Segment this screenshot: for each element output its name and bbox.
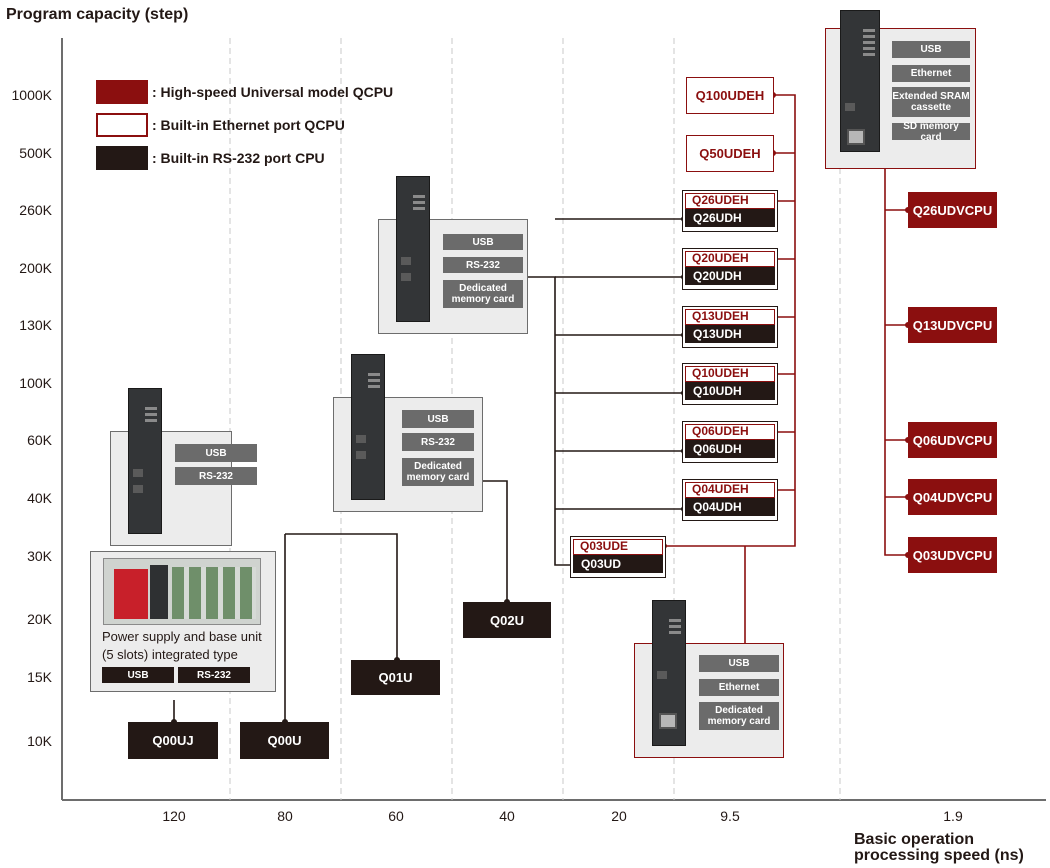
model-q00uj: Q00UJ: [128, 722, 218, 759]
model-q03ude: Q03UDE: [573, 539, 663, 555]
model-q04udvcpu: Q04UDVCPU: [908, 479, 997, 515]
model-q01u: Q01U: [351, 660, 440, 695]
x-tick-label: 9.5: [720, 808, 740, 824]
model-q04udeh: Q04UDEH: [685, 482, 775, 498]
feature-usb: USB: [102, 667, 174, 683]
model-q02u: Q02U: [463, 602, 551, 638]
feature-rs232: RS-232: [175, 467, 257, 485]
model-q13udvcpu: Q13UDVCPU: [908, 307, 997, 343]
x-axis-title-line1: Basic operation: [854, 831, 975, 848]
y-tick-label: 1000K: [11, 87, 52, 103]
model-pair-q13: Q13UDEH Q13UDH: [682, 306, 778, 348]
panel-caption: (5 slots) integrated type: [102, 647, 238, 662]
legend-swatch-red: [96, 80, 148, 104]
q00uj-panel: Power supply and base unit (5 slots) int…: [90, 551, 276, 692]
x-tick-label: 60: [388, 808, 404, 824]
x-tick-label: 20: [611, 808, 627, 824]
model-q20udeh: Q20UDEH: [685, 251, 775, 267]
feature-usb: USB: [699, 655, 779, 672]
y-tick-label: 100K: [19, 375, 52, 391]
base-unit-image: [103, 558, 261, 625]
x-axis-title: Basic operation processing speed (ns): [854, 832, 1024, 864]
model-q13udh: Q13UDH: [685, 325, 775, 343]
y-tick-label: 60K: [27, 432, 52, 448]
legend-label: : Built-in Ethernet port QCPU: [152, 117, 345, 133]
y-tick-label: 40K: [27, 490, 52, 506]
model-q26udh: Q26UDH: [685, 209, 775, 227]
feature-usb: USB: [402, 410, 474, 428]
udv-module-image: [840, 10, 880, 152]
cpu-unit: [150, 565, 168, 619]
slot-row: [172, 567, 256, 619]
x-tick-label: 80: [277, 808, 293, 824]
model-pair-q26: Q26UDEH Q26UDH: [682, 190, 778, 232]
qudh-module-image: [396, 176, 430, 322]
model-pair-q03: Q03UDE Q03UD: [570, 536, 666, 578]
legend-label: : High-speed Universal model QCPU: [152, 84, 394, 100]
y-axis-title: Program capacity (step): [6, 6, 189, 23]
model-q03ud: Q03UD: [573, 555, 663, 573]
feature-usb: USB: [175, 444, 257, 462]
model-pair-q06: Q06UDEH Q06UDH: [682, 421, 778, 463]
y-tick-label: 10K: [27, 733, 52, 749]
dark-connectors: [173, 218, 684, 722]
feature-sram-cassette: Extended SRAM cassette: [892, 87, 970, 117]
legend-swatch-dark: [96, 146, 148, 170]
feature-usb: USB: [443, 234, 523, 250]
model-pair-q20: Q20UDEH Q20UDH: [682, 248, 778, 290]
model-pair-q04: Q04UDEH Q04UDH: [682, 479, 778, 521]
power-supply-unit: [114, 569, 148, 619]
model-q06udvcpu: Q06UDVCPU: [908, 422, 997, 458]
feature-rs232: RS-232: [443, 257, 523, 273]
y-tick-label: 260K: [19, 202, 52, 218]
model-q10udeh: Q10UDEH: [685, 366, 775, 382]
model-q13udeh: Q13UDEH: [685, 309, 775, 325]
y-tick-label: 500K: [19, 145, 52, 161]
x-tick-label: 40: [499, 808, 515, 824]
y-tick-label: 200K: [19, 260, 52, 276]
model-q06udeh: Q06UDEH: [685, 424, 775, 440]
y-tick-label: 20K: [27, 611, 52, 627]
legend-label: : Built-in RS-232 port CPU: [152, 150, 325, 166]
q02u-module-image: [351, 354, 385, 500]
feature-usb: USB: [892, 41, 970, 58]
y-tick-label: 15K: [27, 669, 52, 685]
feature-memory-card: Dedicated memory card: [699, 702, 779, 730]
feature-ethernet: Ethernet: [699, 679, 779, 696]
model-q50udeh: Q50UDEH: [686, 135, 774, 172]
model-q10udh: Q10UDH: [685, 382, 775, 400]
model-q100udeh: Q100UDEH: [686, 77, 774, 114]
x-axis-title-line2: processing speed (ns): [854, 847, 1024, 864]
feature-rs232: RS-232: [178, 667, 250, 683]
legend-swatch-outline: [96, 113, 148, 137]
feature-ethernet: Ethernet: [892, 65, 970, 82]
model-pair-q10: Q10UDEH Q10UDH: [682, 363, 778, 405]
model-q06udh: Q06UDH: [685, 440, 775, 458]
qude-module-image: [652, 600, 686, 746]
feature-memory-card: Dedicated memory card: [402, 458, 474, 486]
y-tick-label: 30K: [27, 548, 52, 564]
panel-caption: Power supply and base unit: [102, 629, 262, 644]
red-connectors: [664, 94, 908, 643]
model-q04udh: Q04UDH: [685, 498, 775, 516]
feature-memory-card: Dedicated memory card: [443, 280, 523, 308]
feature-sd-card: SD memory card: [892, 121, 970, 143]
feature-rs232: RS-232: [402, 433, 474, 451]
model-q26udeh: Q26UDEH: [685, 193, 775, 209]
x-tick-label: 1.9: [943, 808, 963, 824]
model-q03udvcpu: Q03UDVCPU: [908, 537, 997, 573]
model-q00u: Q00U: [240, 722, 329, 759]
q00u-module-image: [128, 388, 162, 534]
y-tick-label: 130K: [19, 317, 52, 333]
model-q26udvcpu: Q26UDVCPU: [908, 192, 997, 228]
model-q20udh: Q20UDH: [685, 267, 775, 285]
x-tick-label: 120: [162, 808, 186, 824]
